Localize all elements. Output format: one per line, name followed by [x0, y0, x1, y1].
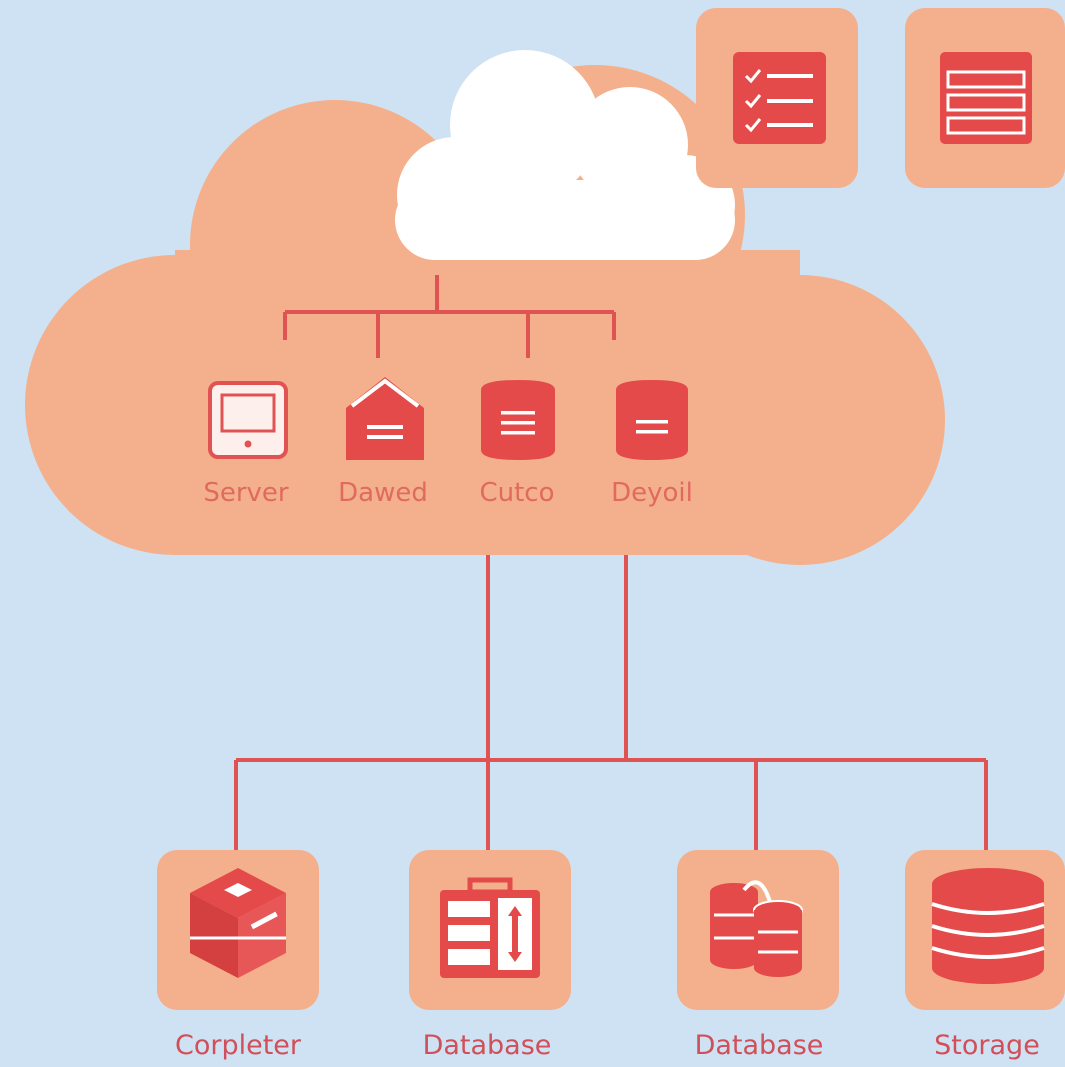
cloud-node-label-deyoil: Deyoil [611, 478, 693, 508]
white-cloud [395, 50, 735, 260]
cube-stack-icon [190, 868, 286, 978]
bottom-node-label-database-1: Database [422, 1030, 552, 1061]
cloud-connector [283, 275, 616, 358]
storage-stack-icon [931, 868, 1045, 984]
monitor-icon [208, 381, 288, 459]
top-tile-checklist [696, 8, 858, 188]
bottom-tile-corpleter [157, 850, 319, 1010]
bottom-tile-database-2 [677, 850, 839, 1010]
cloud-node-label-cutco: Cutco [479, 478, 555, 508]
bottom-tile-storage [905, 850, 1065, 1010]
database-cylinder-icon [481, 380, 555, 460]
server-rack-icon [940, 52, 1032, 144]
bottom-node-label-storage: Storage [934, 1030, 1040, 1061]
trunk-connector [234, 555, 988, 852]
bottom-node-label-database-2: Database [694, 1030, 824, 1061]
checklist-icon [733, 52, 826, 144]
house-icon [346, 377, 424, 460]
cloud-node-label-dawed: Dawed [338, 478, 428, 508]
linked-databases-icon [710, 880, 803, 977]
cloud-node-label-server: Server [203, 478, 289, 508]
bottom-tile-database-1 [409, 850, 571, 1010]
storage-cabinet-icon [440, 877, 540, 978]
bottom-node-label-corpleter: Corpleter [174, 1030, 302, 1061]
database-cylinder-icon [616, 380, 688, 460]
top-tile-server-rack [905, 8, 1065, 188]
